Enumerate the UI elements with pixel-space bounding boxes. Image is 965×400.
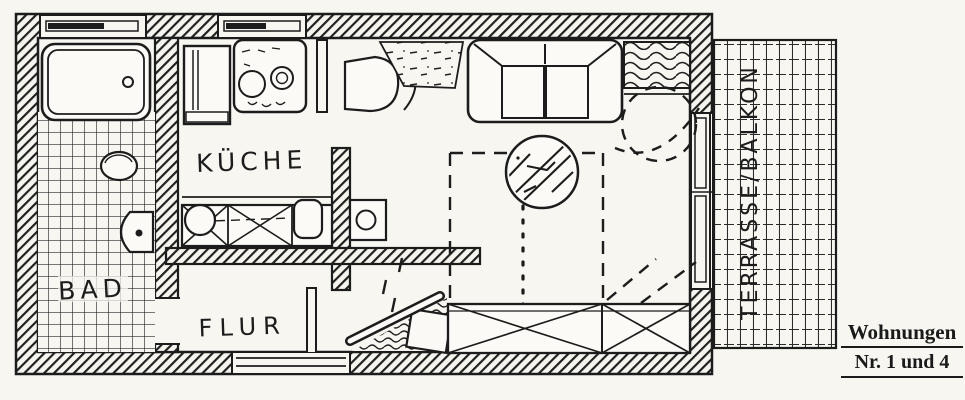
- sideboard-textured: [378, 41, 465, 89]
- terrace-tiles: [712, 38, 838, 350]
- terrace: TERRASSE/BALKON: [712, 38, 838, 350]
- kitchen-label: KÜCHE: [196, 145, 308, 178]
- washing-machine: [348, 198, 388, 242]
- entrance-door: [345, 257, 453, 355]
- washbasin: [119, 210, 155, 254]
- balcony-door-swing-dashed: [614, 107, 701, 154]
- bath-door-opening: [153, 297, 180, 345]
- dashed-circle-table: [620, 85, 698, 163]
- shelf-wavy: [623, 41, 691, 95]
- toilet: [99, 150, 139, 182]
- bathtub: [40, 42, 152, 122]
- hall-label: FLUR: [198, 311, 287, 342]
- terrace-label: TERRASSE/BALKON: [738, 64, 763, 321]
- stool-round: [183, 203, 217, 237]
- plan-title: Wohnungen Nr. 1 und 4: [841, 320, 963, 378]
- stove-sink-unit: [232, 38, 308, 114]
- door-swing-dashes: [381, 257, 404, 313]
- hall-top-wall: [164, 246, 482, 266]
- kitchen-partition-wall: [330, 146, 352, 292]
- fridge: [182, 44, 232, 126]
- bath-label-text: BAD: [58, 273, 128, 306]
- shoe-cabinet: [405, 307, 453, 355]
- stove-side-partition: [316, 39, 328, 113]
- plan-title-line1: Wohnungen: [841, 320, 963, 348]
- entrance-threshold: [231, 353, 351, 373]
- corner-door-swing-dashed: [606, 258, 697, 304]
- stool-square: [292, 198, 324, 240]
- bath-label: BAD: [58, 273, 128, 306]
- wardrobe: [446, 302, 692, 355]
- round-table: [504, 134, 580, 210]
- sofa: [466, 38, 624, 124]
- window-kitchen-icon: [217, 14, 307, 39]
- window-bath-icon: [39, 14, 147, 39]
- plan-title-line2: Nr. 1 und 4: [841, 348, 963, 378]
- hall-thin-partition: [306, 287, 317, 354]
